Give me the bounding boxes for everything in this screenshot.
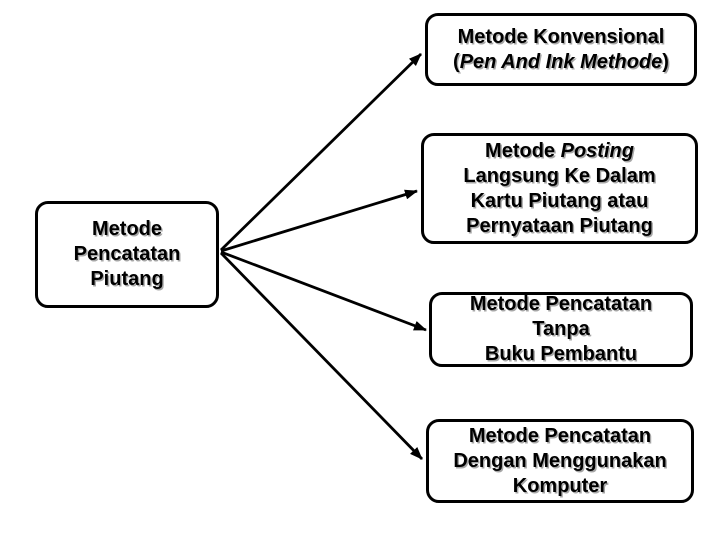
arrow-to-komputer bbox=[219, 252, 424, 460]
regular-text: Metode bbox=[485, 139, 561, 162]
node-text-line: Metode Pencatatan bbox=[469, 293, 653, 315]
node-text-line: Dengan Menggunakan bbox=[453, 449, 667, 472]
node-text-line: Metode Posting bbox=[485, 139, 634, 164]
node-metode-pencatatan-dengan-komputer: Metode Pencatatan Dengan Menggunakan Kom… bbox=[426, 419, 694, 503]
node-metode-pencatatan-tanpa-buku-pembantu: Metode Pencatatan Tanpa Buku Pembantu bbox=[429, 292, 693, 367]
node-metode-posting-langsung: Metode Posting Langsung Ke Dalam Kartu P… bbox=[421, 133, 698, 244]
node-text-line: Pencatatan bbox=[73, 243, 181, 265]
node-text-line: Tanpa bbox=[532, 318, 590, 340]
node-text-line: Buku Pembantu bbox=[484, 343, 638, 365]
node-metode-pencatatan-piutang: Metode Pencatatan Piutang bbox=[35, 201, 219, 308]
node-text-line: Metode Konvensional bbox=[457, 25, 665, 48]
paren-open: ( bbox=[453, 50, 460, 73]
node-text-line: Komputer bbox=[512, 474, 608, 497]
arrow-to-tanpa-buku bbox=[220, 250, 427, 332]
node-text-line: Langsung Ke Dalam bbox=[463, 164, 656, 187]
paren-close: ) bbox=[662, 50, 669, 73]
node-text-line: Piutang bbox=[90, 268, 164, 290]
node-text-line: (Pen And Ink Methode) bbox=[453, 50, 669, 75]
arrow-to-konvensional bbox=[220, 53, 422, 251]
arrow-to-posting bbox=[220, 189, 418, 253]
italic-text: Pen And Ink Methode bbox=[459, 50, 663, 73]
node-text-line: Metode bbox=[92, 218, 162, 240]
node-text-line: Pernyataan Piutang bbox=[466, 214, 653, 237]
italic-text: Posting bbox=[560, 139, 634, 162]
node-text-line: Metode Pencatatan bbox=[468, 424, 652, 447]
node-metode-konvensional: Metode Konvensional (Pen And Ink Methode… bbox=[425, 13, 697, 86]
node-text-line: Kartu Piutang atau bbox=[470, 189, 649, 212]
